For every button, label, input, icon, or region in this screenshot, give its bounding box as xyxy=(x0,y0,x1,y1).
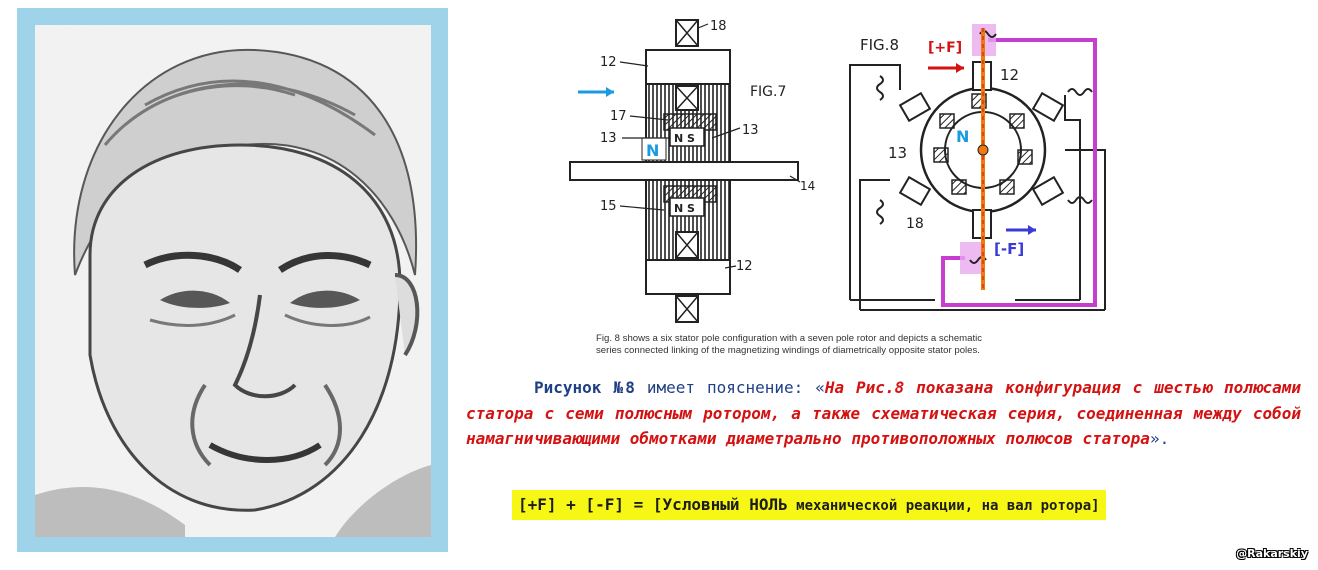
formula-rest: механической реакции, на вал ротора] xyxy=(787,498,1100,514)
formula-main: [+F] + [-F] = [Условный НОЛЬ xyxy=(518,495,788,514)
patent-drawing: 18 12 17 13 13 14 15 12 N S N S N FIG.7 … xyxy=(569,19,1106,323)
fig7-pole-n: N xyxy=(646,141,659,160)
patent-figures: 18 12 17 13 13 14 15 12 N S N S N FIG.7 … xyxy=(560,10,1120,340)
fig7-label-14: 14 xyxy=(800,179,815,193)
portrait-illustration xyxy=(35,25,431,537)
explanation-lead: Рисунок №8 xyxy=(534,378,635,397)
fig7-label-18: 18 xyxy=(710,19,727,34)
watermark: @Rakarskiy xyxy=(1236,547,1308,560)
fig7-label-15: 15 xyxy=(600,199,617,214)
caption-line-2: series connected linking of the magnetiz… xyxy=(596,345,980,356)
fig7-title: FIG.7 xyxy=(750,84,786,100)
figure-caption: Fig. 8 shows a six stator pole configura… xyxy=(596,333,1116,357)
fig7-label-13-right: 13 xyxy=(742,123,759,138)
fig8-label-minus-f: [-F] xyxy=(994,240,1024,258)
fig7-label-12-top: 12 xyxy=(600,55,617,70)
formula-highlight: [+F] + [-F] = [Условный НОЛЬ механическо… xyxy=(512,490,1106,520)
portrait-photo xyxy=(35,25,431,537)
explanation-end: ». xyxy=(1149,429,1170,448)
fig7-label-13-left: 13 xyxy=(600,131,617,146)
fig8-rotor-n: N xyxy=(956,127,969,146)
figure-8: FIG.8 xyxy=(849,24,1106,311)
figure-7: 18 12 17 13 13 14 15 12 N S N S N FIG.7 xyxy=(569,19,815,323)
caption-line-1: Fig. 8 shows a six stator pole configura… xyxy=(596,333,983,344)
portrait-frame xyxy=(17,8,448,552)
fig8-label-18: 18 xyxy=(906,216,924,232)
fig8-label-12: 12 xyxy=(1000,66,1019,84)
explanation-middle: имеет пояснение: « xyxy=(634,378,825,397)
fig8-label-13: 13 xyxy=(888,144,907,162)
fig8-title: FIG.8 xyxy=(860,36,899,54)
fig7-label-17: 17 xyxy=(610,109,627,124)
fig7-ns-bottom: N S xyxy=(674,202,695,215)
explanation-paragraph: Рисунок №8 имеет пояснение: «На Рис.8 по… xyxy=(466,375,1301,452)
fig7-ns-top: N S xyxy=(674,132,695,145)
explanation-quote: На Рис.8 показана конфигурация с шестью … xyxy=(466,378,1301,448)
fig8-label-plus-f: [+F] xyxy=(928,40,962,56)
fig7-label-12-bottom: 12 xyxy=(736,259,753,274)
